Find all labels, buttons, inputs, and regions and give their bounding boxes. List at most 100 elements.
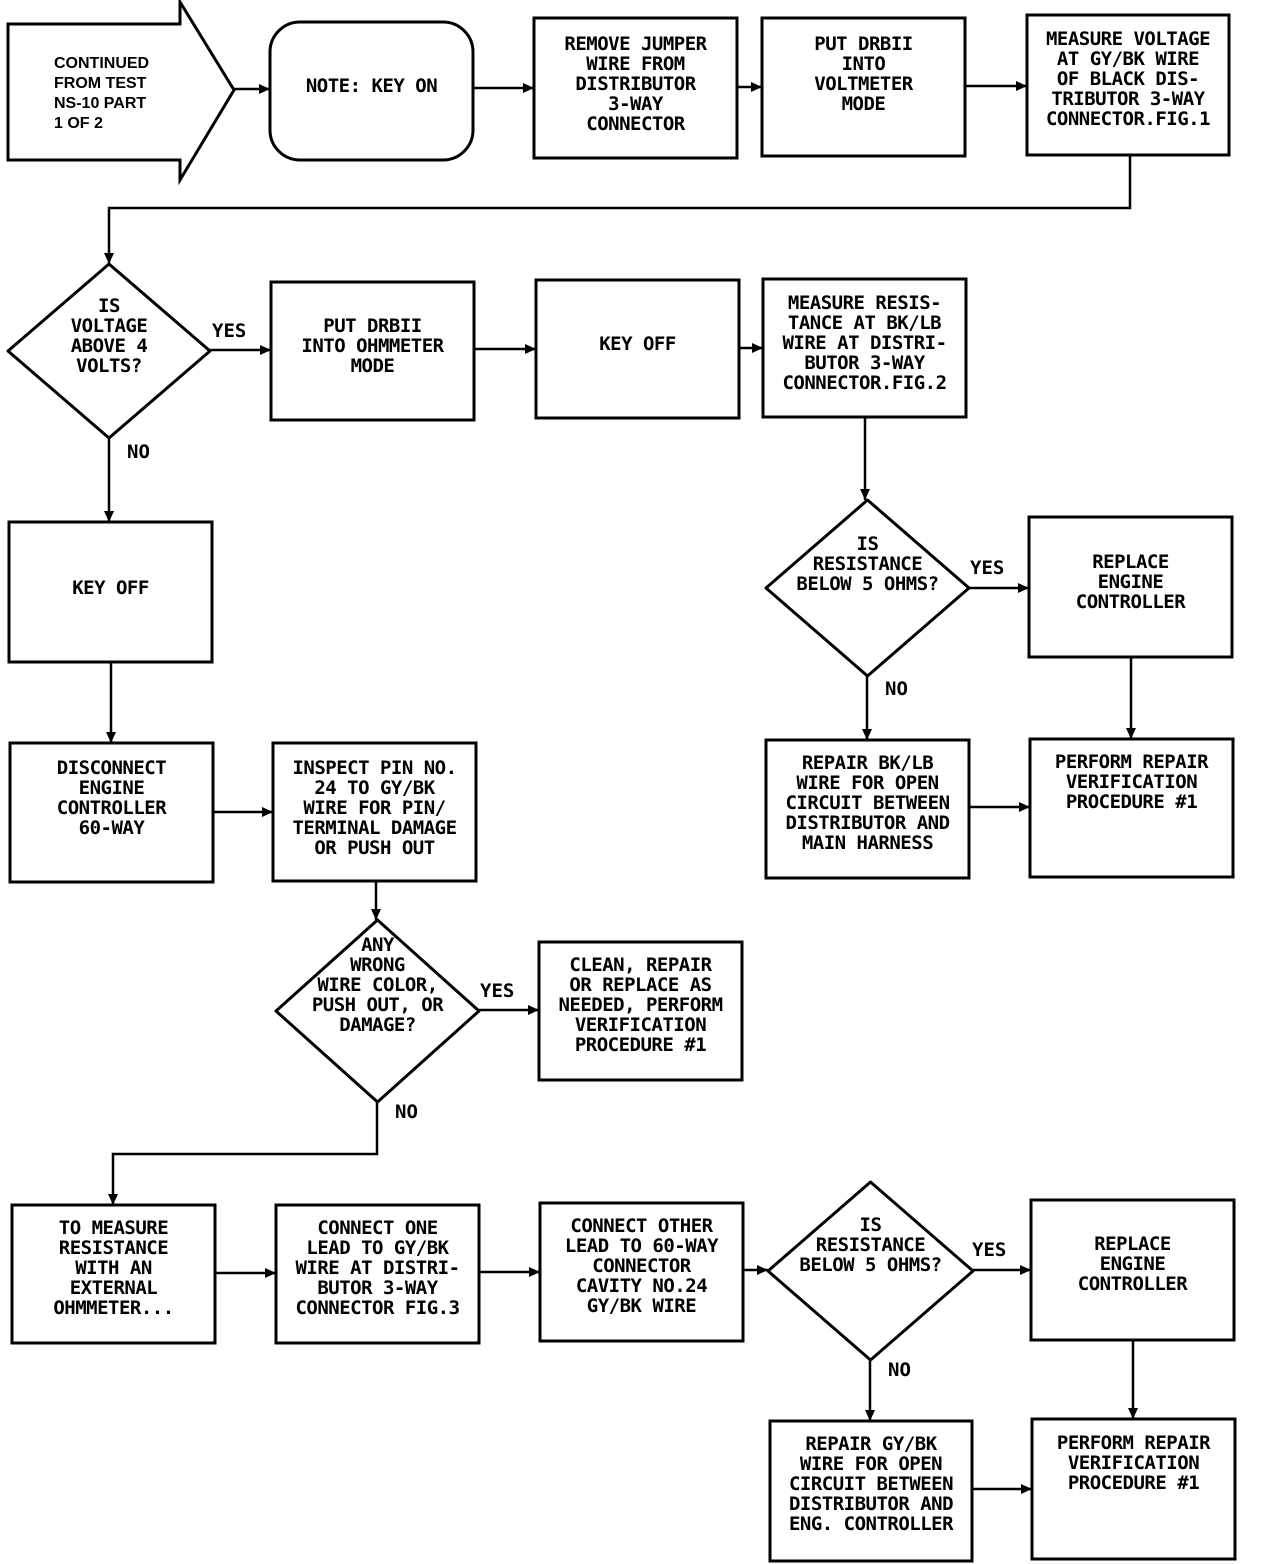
edge-damage-decision-to-clean-repair xyxy=(479,1005,539,1015)
edge-label-no: NO xyxy=(127,441,150,463)
node-text-line: ENGINE xyxy=(79,777,145,799)
node-text-line: WRONG xyxy=(350,954,405,976)
edge-replace-controller-1-to-verification-1 xyxy=(1126,657,1136,739)
node-text-line: CONNECTOR.FIG.1 xyxy=(1046,108,1210,130)
node-text-line: WIRE COLOR, xyxy=(317,974,437,996)
node-text-line: CONNECT ONE xyxy=(317,1217,437,1239)
node-text-line: PROCEDURE #1 xyxy=(1066,791,1197,813)
process-box xyxy=(271,741,478,883)
node-text-line: TO MEASURE xyxy=(59,1217,168,1239)
node-text-line: CIRCUIT BETWEEN xyxy=(785,792,949,814)
node-text-line: RESISTANCE xyxy=(59,1237,168,1259)
node-text-line: PUT DRBII xyxy=(814,33,912,55)
node-text-line: OR REPLACE AS xyxy=(569,974,711,996)
node-text-line: CONTROLLER xyxy=(1076,591,1186,613)
arrowhead-icon xyxy=(865,1410,875,1421)
edge-start-to-note-key-on xyxy=(234,84,270,94)
arrowhead-icon xyxy=(1021,1484,1032,1494)
node-text-line: ENGINE xyxy=(1098,571,1164,593)
arrowhead-icon xyxy=(104,253,114,264)
node-text-line: WIRE FROM xyxy=(586,53,685,75)
node-text-line: CIRCUIT BETWEEN xyxy=(789,1473,953,1495)
process-box xyxy=(761,277,968,419)
arrowhead-icon xyxy=(1016,81,1027,91)
arrowhead-icon xyxy=(860,489,870,500)
arrowhead-icon xyxy=(104,511,114,522)
node-text-line: WIRE FOR PIN/ xyxy=(303,797,445,819)
edge-label-no: NO xyxy=(888,1359,911,1381)
edge-ohmmeter-mode-to-key-off-1 xyxy=(474,344,536,354)
edge-voltmeter-mode-to-measure-voltage xyxy=(965,81,1027,91)
node-text-line: WIRE FOR OPEN xyxy=(796,772,938,794)
decision-diamond xyxy=(6,262,212,440)
process-box xyxy=(537,940,744,1082)
node-text-line: NS-10 PART xyxy=(54,95,146,112)
node-text-line: 3-WAY xyxy=(608,93,664,115)
edge-voltage-decision-to-key-off-2 xyxy=(104,438,114,522)
process-box xyxy=(1029,1198,1236,1342)
edge-connect-one-lead-to-connect-other-lead xyxy=(479,1267,540,1277)
edge-key-off-1-to-measure-resistance-bklb xyxy=(739,343,763,353)
node-text-line: GY/BK WIRE xyxy=(587,1295,696,1317)
process-box xyxy=(1028,737,1235,879)
node-text-line: KEY OFF xyxy=(72,577,149,599)
edge-label-yes: YES xyxy=(970,557,1004,579)
edge-resistance-decision-2-to-replace-controller-2 xyxy=(973,1265,1031,1275)
node-text-line: ENGINE xyxy=(1100,1253,1166,1275)
node-text-line: VOLTS? xyxy=(76,355,142,377)
edge-resistance-decision-1-to-replace-controller-1 xyxy=(969,583,1029,593)
node-text-line: IS xyxy=(857,533,879,555)
process-box xyxy=(532,16,739,160)
process-box xyxy=(269,280,476,422)
connector-line xyxy=(111,1102,379,1205)
edge-replace-controller-2-to-verification-2 xyxy=(1128,1340,1138,1419)
edge-voltage-decision-to-ohmmeter-mode xyxy=(210,345,271,355)
node-text-line: VERIFICATION xyxy=(575,1014,706,1036)
node-text-line: CONTINUED xyxy=(54,55,149,72)
node-text-line: IS xyxy=(98,295,120,317)
arrowhead-icon xyxy=(752,343,763,353)
arrowhead-icon xyxy=(528,1005,539,1015)
node-text-line: REPAIR BK/LB xyxy=(802,752,933,774)
node-text-line: EXTERNAL xyxy=(70,1277,158,1299)
edge-key-off-2-to-disconnect-controller xyxy=(106,662,116,743)
arrowhead-icon xyxy=(1020,1265,1031,1275)
node-text-line: WIRE FOR OPEN xyxy=(800,1453,942,1475)
arrowhead-icon xyxy=(262,807,273,817)
node-text-line: PROCEDURE #1 xyxy=(575,1034,706,1056)
node-text-line: TANCE AT BK/LB xyxy=(788,312,941,334)
process-box xyxy=(1030,1417,1237,1561)
node-text-line: RESISTANCE xyxy=(813,553,922,575)
node-text-line: DAMAGE? xyxy=(339,1014,416,1036)
node-text-line: REPLACE xyxy=(1094,1233,1171,1255)
edges-layer xyxy=(104,81,1138,1494)
edge-repair-gybk-to-verification-2 xyxy=(972,1484,1032,1494)
node-text-line: IS xyxy=(860,1214,882,1236)
edge-label-no: NO xyxy=(885,678,908,700)
edge-damage-decision-to-external-ohmmeter xyxy=(108,1102,379,1205)
node-text-line: MEASURE VOLTAGE xyxy=(1046,28,1210,50)
node-text-line: PUSH OUT, OR xyxy=(312,994,444,1016)
node-text-line: INTO xyxy=(842,53,886,75)
decision-diamond xyxy=(766,1180,975,1362)
arrowhead-icon xyxy=(371,909,381,920)
node-key-off-1: KEY OFF xyxy=(534,278,741,420)
node-text-line: MODE xyxy=(842,93,886,115)
node-key-off-2: KEY OFF xyxy=(7,520,214,664)
node-text-line: WIRE AT DISTRI- xyxy=(295,1257,459,1279)
process-box xyxy=(268,20,475,162)
process-box xyxy=(764,738,971,880)
node-text-line: DISCONNECT xyxy=(57,757,166,779)
node-text-line: PERFORM REPAIR xyxy=(1055,751,1209,773)
